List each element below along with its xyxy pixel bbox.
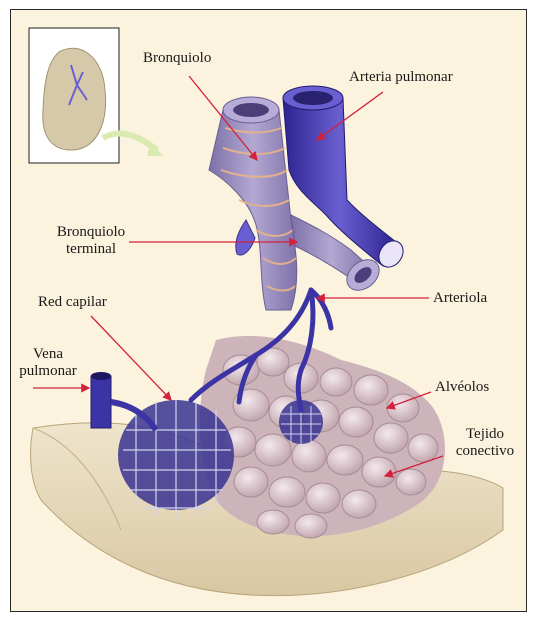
label-tejido-conectivo-line1: Tejido xyxy=(465,426,505,442)
leader-lines xyxy=(33,75,444,478)
leader-bronquiolo xyxy=(188,75,258,162)
lung-inset xyxy=(28,27,120,164)
label-bronquiolo-terminal: Bronquiolo terminal xyxy=(49,224,133,258)
label-vena-pulmonar: Vena pulmonar xyxy=(13,346,83,380)
label-bronquiolo-terminal-line2: terminal xyxy=(66,241,116,257)
label-bronquiolo-terminal-line1: Bronquiolo xyxy=(56,224,126,240)
label-bronquiolo: Bronquiolo xyxy=(143,50,212,66)
lung-illustration xyxy=(28,27,504,597)
label-arteria-pulmonar: Arteria pulmonar xyxy=(349,69,453,85)
pulmonary-artery xyxy=(282,85,404,268)
label-arteriola: Arteriola xyxy=(433,290,488,306)
alveoli-cluster xyxy=(199,335,445,539)
leader-alveolos xyxy=(385,391,432,410)
label-tejido-conectivo-line2: conectivo xyxy=(455,443,515,459)
diagram-frame: Bronquiolo Arteria pulmonar Bronquiolo t… xyxy=(10,9,527,612)
label-vena-pulmonar-line1: Vena xyxy=(33,346,63,362)
label-red-capilar: Red capilar xyxy=(38,294,107,310)
leader-tejido-conectivo xyxy=(383,455,444,478)
leader-arteria-pulmonar xyxy=(315,91,384,141)
label-tejido-conectivo: Tejido conectivo xyxy=(443,426,526,460)
bronchiole xyxy=(208,96,380,311)
capillary-network xyxy=(118,400,323,518)
label-alveolos: Alvéolos xyxy=(435,379,490,395)
leader-red-capilar xyxy=(90,315,172,401)
label-vena-pulmonar-line2: pulmonar xyxy=(19,363,77,379)
pulmonary-vein xyxy=(90,372,159,432)
arteriole-branches xyxy=(188,287,334,413)
